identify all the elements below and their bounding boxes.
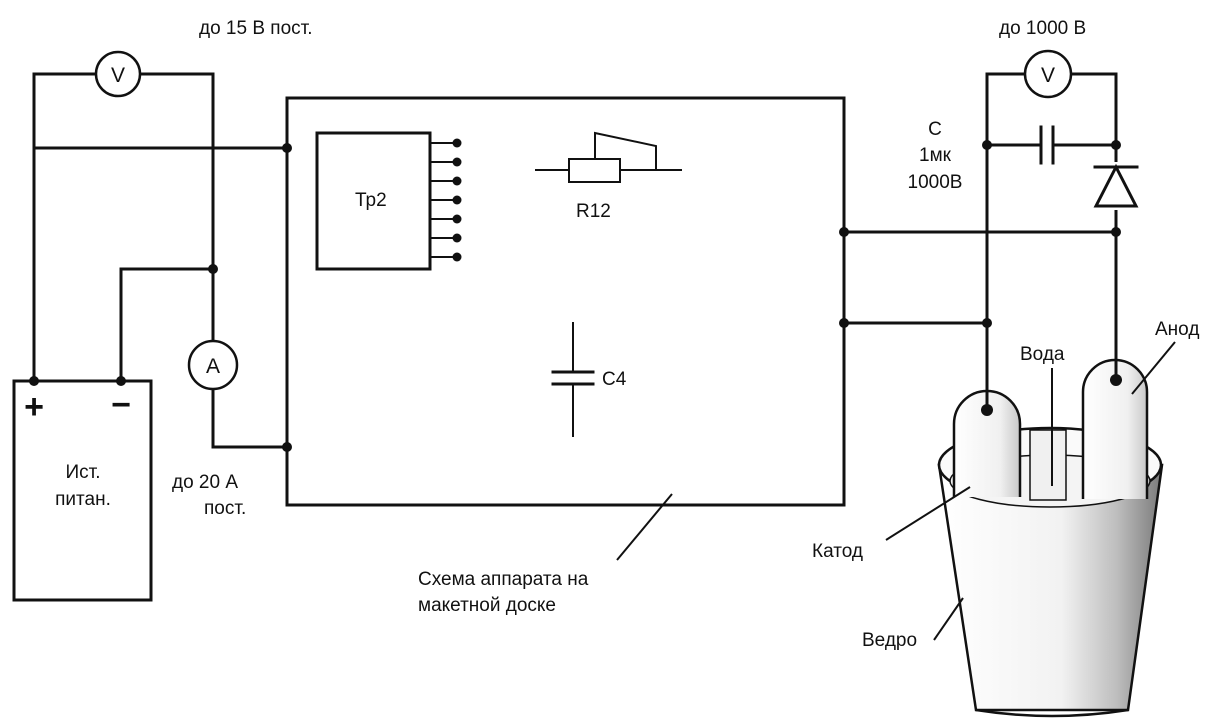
cathode-label: Катод [812, 541, 863, 562]
capacitor-c4 [551, 322, 595, 437]
voltmeter-right-range-label: до 1000 В [999, 18, 1086, 39]
ammeter: A [187, 339, 239, 391]
right-wiring [842, 72, 1118, 412]
board-label-line1: Схема аппарата на [418, 569, 589, 590]
water-label: Вода [1020, 344, 1065, 365]
voltmeter-left: V [94, 50, 142, 98]
plus-sign: + [24, 388, 44, 426]
transformer-label: Тр2 [355, 190, 387, 211]
svg-text:A: A [206, 355, 220, 378]
bucket-label: Ведро [862, 630, 917, 651]
board-label-line2: макетной доске [418, 595, 556, 616]
ammeter-range-label-line2: пост. [204, 498, 246, 519]
board-leader-line [616, 493, 673, 561]
ammeter-range-label-line1: до 20 А [172, 472, 238, 493]
transformer-tr2 [315, 131, 462, 271]
capacitor-c-label-line3: 1000В [908, 172, 963, 193]
minus-sign: − [111, 386, 131, 424]
capacitor-c-label-line2: 1мк [919, 145, 952, 166]
diode [1093, 162, 1139, 210]
svg-text:V: V [111, 64, 125, 87]
water [1029, 429, 1067, 501]
breadboard-box [285, 96, 846, 507]
resistor-label: R12 [576, 201, 611, 222]
power-supply-label-line2: питан. [55, 489, 111, 510]
power-supply-label-line1: Ист. [65, 462, 100, 483]
resistor-r12 [535, 131, 682, 183]
left-wiring [32, 72, 289, 449]
voltmeter-left-range-label: до 15 В пост. [199, 18, 313, 39]
svg-text:V: V [1041, 64, 1055, 87]
capacitor-c-label-line1: С [928, 119, 942, 140]
capacitor-c4-label: С4 [602, 369, 627, 390]
power-supply-box [12, 379, 153, 602]
voltmeter-right: V [1023, 49, 1073, 99]
anode-label: Анод [1155, 319, 1199, 340]
